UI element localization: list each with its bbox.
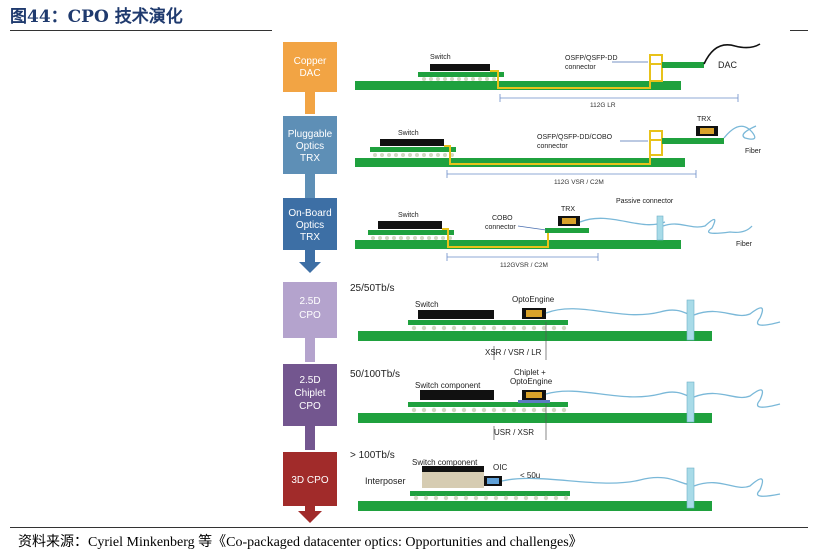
stage-3d-cpo: 3D CPO (283, 452, 337, 523)
switch-component-label: Switch component (415, 381, 481, 390)
chiplet-label: Chiplet + (514, 368, 546, 377)
figure-title: 图44：CPO 技术演化 (10, 7, 183, 27)
switch-label: Switch (430, 54, 451, 61)
panel-2-5d-cpo: 25/50Tb/s Switch OptoEngine XSR / VSR / … (350, 283, 781, 360)
panel-on-board-optics: Switch COBO connector TRX Passive connec… (355, 198, 753, 269)
gap-label: < 50u (520, 471, 540, 480)
switch-label: Switch (398, 212, 419, 219)
switch-label: Switch (415, 300, 439, 309)
stage-label: Chiplet (294, 388, 325, 399)
trx-label: TRX (697, 116, 711, 123)
bottom-rule (10, 527, 808, 528)
bandwidth-label: 50/100Tb/s (350, 369, 400, 380)
connector-label: OSFP/QSFP-DD (565, 55, 618, 62)
reach-label: XSR / VSR / LR (485, 348, 542, 357)
panel-3d-cpo: > 100Tb/s Switch component Interposer OI… (350, 450, 781, 511)
stage-label: CPO (299, 401, 321, 412)
fiber-label: Fiber (745, 148, 762, 155)
solder-balls (411, 325, 567, 331)
connector-label: connector (537, 143, 568, 150)
switch-component-label: Switch component (412, 458, 478, 467)
cable-label: DAC (718, 60, 738, 70)
oic-label: OIC (493, 463, 507, 472)
reach-label: 112GVSR / C2M (500, 262, 548, 269)
title-rule-right (790, 30, 808, 31)
connector-label: connector (565, 64, 596, 71)
panel-copper-dac: Switch OSFP/QSFP-DD connector DAC 112G L… (355, 43, 761, 109)
trx-label: TRX (561, 206, 575, 213)
stage-label: Optics (296, 220, 324, 231)
stage-label: CPO (299, 310, 321, 321)
bandwidth-label: 25/50Tb/s (350, 283, 394, 294)
optoengine-label: OptoEngine (512, 295, 555, 304)
stage-label: On-Board (288, 208, 331, 219)
reach-label: 112G LR (590, 102, 616, 109)
stage-label: 2.5D (299, 375, 320, 386)
solder-balls (411, 407, 567, 413)
optoengine-label: OptoEngine (510, 377, 553, 386)
interposer-label: Interposer (365, 476, 406, 486)
stage-2-5d-cpo: 2.5D CPO (283, 282, 337, 362)
solder-balls (373, 153, 454, 157)
bandwidth-label: > 100Tb/s (350, 450, 395, 461)
stage-label: TRX (300, 232, 320, 243)
connector-label: OSFP/QSFP-DD/COBO (537, 134, 613, 141)
passive-connector-label: Passive connector (616, 198, 674, 205)
solder-balls (413, 495, 569, 501)
stage-label: 3D CPO (291, 475, 328, 486)
stage-label: Pluggable (288, 129, 333, 140)
connector-label: COBO (492, 215, 513, 222)
stage-label: DAC (299, 68, 320, 79)
solder-balls (422, 77, 496, 81)
solder-balls (371, 236, 452, 240)
switch-label: Switch (398, 130, 419, 137)
stage-label: TRX (300, 153, 320, 164)
stage-on-board-optics: On-Board Optics TRX (283, 198, 337, 273)
stage-label: Copper (294, 56, 327, 67)
connector-label: connector (485, 224, 516, 231)
panel-pluggable-optics: Switch OSFP/QSFP-DD/COBO connector TRX F… (355, 116, 762, 186)
reach-label: 112G VSR / C2M (554, 179, 604, 186)
reach-label: USR / XSR (494, 428, 534, 437)
fiber-label: Fiber (736, 241, 753, 248)
stage-copper-dac: Copper DAC (283, 42, 337, 114)
stage-label: Optics (296, 141, 324, 152)
stage-pluggable-optics: Pluggable Optics TRX (283, 116, 337, 198)
stage-2-5d-chiplet-cpo: 2.5D Chiplet CPO (283, 364, 337, 450)
panel-2-5d-chiplet-cpo: 50/100Tb/s Switch component Chiplet + Op… (350, 368, 781, 440)
title-rule-left (10, 30, 272, 31)
source-citation: 资料来源：Cyriel Minkenberg 等《Co-packaged dat… (18, 535, 583, 550)
stage-label: 2.5D (299, 296, 320, 307)
